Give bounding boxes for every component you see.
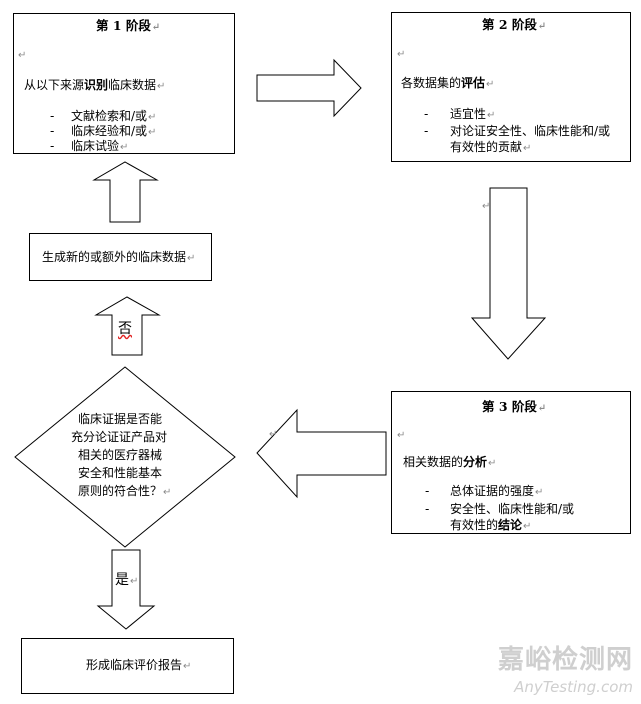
decision-line: 临床证据是否能 (78, 412, 163, 426)
stage1-item: - (50, 124, 55, 138)
stage1-item: - (50, 109, 55, 123)
generate-data-label: 生成新的或额外的临床数据↵ (42, 250, 196, 264)
decision-line: 安全和性能基本 (78, 466, 163, 480)
report-box: 形成临床评价报告↵ (21, 638, 234, 694)
arrow-up-icon (92, 161, 159, 223)
stage1-title: 第 1 阶段↵ (96, 18, 161, 33)
stage2-item: 适宜性↵ (450, 107, 496, 121)
stage1-intro: 从以下来源识别临床数据↵ (24, 78, 166, 92)
arrow-right-icon (256, 58, 362, 118)
stage3-item: 总体证据的强度↵ (450, 484, 544, 498)
yes-label: 是↵ (115, 572, 139, 588)
decision-line: 原则的符合性？↵ (78, 484, 172, 498)
stage3-box: 第 3 阶段↵ ↵ 相关数据的分析↵ - 总体证据的强度↵ - 安全性、临床性能… (391, 391, 631, 534)
watermark-cn: 嘉峪检测网 (497, 645, 633, 675)
stage2-item: 有效性的贡献↵ (450, 140, 532, 154)
stage2-box: 第 2 阶段↵ ↵ 各数据集的评估↵ - 适宜性↵ - 对论证安全性、临床性能和… (391, 12, 631, 162)
stage3-intro: 相关数据的分析↵ (403, 455, 497, 469)
stage2-item: 对论证安全性、临床性能和/或 (450, 124, 611, 138)
stage2-intro: 各数据集的评估↵ (401, 76, 495, 90)
para-mark: ↵ (482, 201, 491, 212)
stage2-item: - (424, 124, 429, 138)
no-label: 否 (118, 321, 132, 337)
stage3-item: - (425, 484, 430, 498)
stage3-title: 第 3 阶段↵ (482, 399, 547, 414)
generate-data-box: 生成新的或额外的临床数据↵ (29, 233, 212, 281)
decision-line: 充分论证证产品对 (71, 430, 168, 444)
stage1-item: 临床试验↵ (71, 139, 129, 153)
stage3-item: - (425, 502, 430, 516)
stage2-title: 第 2 阶段↵ (482, 17, 547, 32)
arrow-left-icon (256, 408, 387, 499)
para-mark: ↵ (397, 49, 406, 60)
para-mark: ↵ (397, 430, 406, 441)
stage3-item: 安全性、临床性能和/或 (450, 502, 575, 516)
arrow-down-icon (470, 187, 547, 360)
para-mark: ↵ (18, 50, 27, 61)
stage1-item: - (50, 139, 55, 153)
watermark-en: AnyTesting.com (514, 678, 633, 696)
stage1-item: 临床经验和/或↵ (71, 124, 157, 138)
decision-line: 相关的医疗器械 (78, 448, 163, 462)
stage1-item: 文献检索和/或↵ (71, 109, 157, 123)
stage1-box: 第 1 阶段↵ ↵ 从以下来源识别临床数据↵ - 文献检索和/或↵ - 临床经验… (13, 13, 235, 154)
para-mark: ↵ (269, 429, 278, 440)
arrow-down-yes-icon (96, 549, 156, 630)
arrow-up-no-icon (94, 296, 161, 356)
stage3-item: 有效性的结论↵ (450, 518, 532, 532)
stage2-item: - (424, 107, 429, 121)
report-label: 形成临床评价报告↵ (86, 658, 192, 672)
